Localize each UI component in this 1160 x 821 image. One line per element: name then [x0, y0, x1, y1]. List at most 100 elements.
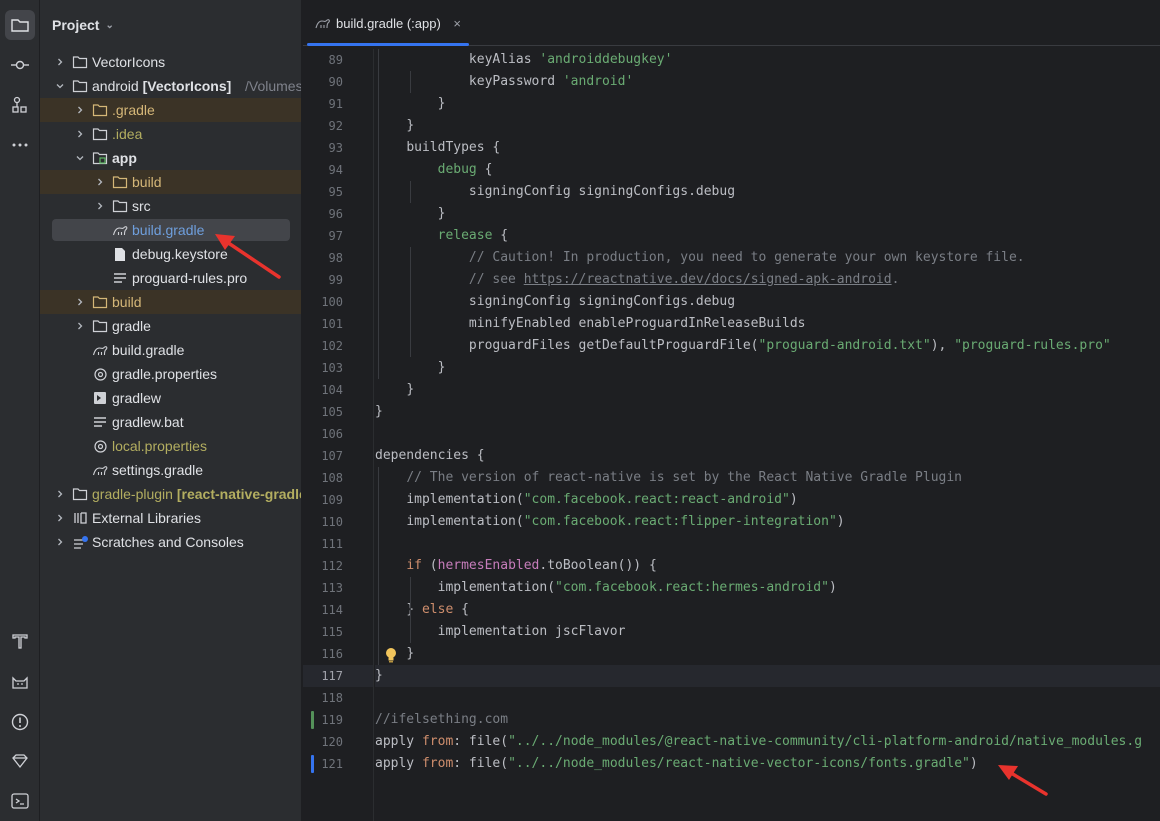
gradle-icon: [112, 222, 128, 238]
settings-file-icon: [92, 438, 108, 454]
code-line: implementation("com.facebook.react:herme…: [375, 577, 1160, 599]
chevron-right-icon[interactable]: [54, 488, 66, 500]
chevron-right-icon[interactable]: [74, 128, 86, 140]
code-line: } else {: [375, 599, 1160, 621]
code-indent: [375, 382, 406, 397]
line-number: 94: [328, 163, 343, 177]
folder-icon: [72, 54, 88, 70]
tree-item[interactable]: proguard-rules.pro: [40, 266, 301, 290]
build-icon[interactable]: [5, 626, 35, 656]
chevron-down-icon[interactable]: [74, 152, 86, 164]
chevron-right-icon[interactable]: [54, 512, 66, 524]
tree-item[interactable]: gradlew: [40, 386, 301, 410]
tree-item-label: android [VectorIcons]: [92, 78, 232, 94]
tree-item-label: src: [132, 198, 151, 214]
code-token: }: [437, 360, 446, 375]
chevron-down-icon[interactable]: ⌄: [105, 19, 114, 31]
chevron-right-icon[interactable]: [54, 56, 66, 68]
tree-item[interactable]: VectorIcons: [40, 50, 301, 74]
tree-item[interactable]: src: [40, 194, 301, 218]
chevron-right-icon[interactable]: [94, 176, 106, 188]
problems-icon[interactable]: [5, 707, 35, 737]
tree-item[interactable]: External Libraries: [40, 506, 301, 530]
chevron-right-icon[interactable]: [54, 536, 66, 548]
tree-item[interactable]: android [VectorIcons]/Volumes/: [40, 74, 301, 98]
code-line: release {: [375, 225, 1160, 247]
indent-guide: [378, 467, 379, 665]
tree-item[interactable]: build.gradle: [40, 218, 301, 242]
code-token: proguardFiles getDefaultProguardFile(: [468, 338, 759, 353]
code-token: }: [375, 404, 383, 419]
code-indent: [375, 228, 438, 243]
change-marker[interactable]: [311, 755, 314, 773]
code-token: ): [836, 514, 845, 529]
line-number: 99: [328, 273, 343, 287]
settings-file-icon: [92, 366, 108, 382]
folder-icon: [92, 126, 108, 142]
line-number: 108: [321, 471, 343, 485]
code-token: 'android': [562, 74, 634, 89]
code-token: implementation(: [406, 514, 524, 529]
tree-item[interactable]: build: [40, 290, 301, 314]
editor-tab-build-gradle[interactable]: build.gradle (:app) ×: [303, 0, 475, 46]
tree-item[interactable]: .idea: [40, 122, 301, 146]
code-token: {: [492, 228, 509, 243]
tree-item-label: .gradle: [112, 102, 155, 118]
chevron-right-icon[interactable]: [74, 104, 86, 116]
folder-icon: [112, 174, 128, 190]
line-number: 106: [321, 427, 343, 441]
folder-icon: [92, 318, 108, 334]
code-line: apply from: file("../../node_modules/@re…: [375, 731, 1160, 753]
gradle-icon: [315, 17, 330, 30]
file-icon: [112, 246, 128, 262]
code-area[interactable]: keyAlias 'androiddebugkey' keyPassword '…: [375, 49, 1160, 821]
close-icon[interactable]: ×: [453, 15, 461, 31]
tree-item[interactable]: Scratches and Consoles: [40, 530, 301, 554]
terminal-icon[interactable]: [5, 786, 35, 816]
code-token: "com.facebook.react:hermes-android": [555, 580, 829, 595]
chevron-right-icon[interactable]: [94, 200, 106, 212]
line-number: 111: [321, 537, 343, 551]
code-line: }: [375, 115, 1160, 137]
code-token: apply: [375, 756, 422, 771]
line-number: 101: [321, 317, 343, 331]
folder-icon: [72, 78, 88, 94]
tree-item[interactable]: local.properties: [40, 434, 301, 458]
tree-item[interactable]: debug.keystore: [40, 242, 301, 266]
line-number: 115: [321, 625, 343, 639]
exec-file-icon: [92, 390, 108, 406]
code-token: }: [375, 668, 383, 683]
code-line: signingConfig signingConfigs.debug: [375, 291, 1160, 313]
code-indent: [375, 492, 406, 507]
folder-icon[interactable]: [5, 10, 35, 40]
code-indent: [375, 250, 469, 265]
code-line: }: [375, 357, 1160, 379]
cat-icon[interactable]: [5, 668, 35, 698]
chevron-down-icon[interactable]: [54, 80, 66, 92]
line-number: 113: [321, 581, 343, 595]
chevron-right-icon[interactable]: [74, 320, 86, 332]
change-marker[interactable]: [311, 711, 314, 729]
more-icon[interactable]: [5, 130, 35, 160]
code-token: else: [421, 602, 454, 617]
tree-item[interactable]: gradle: [40, 314, 301, 338]
structure-icon[interactable]: [5, 90, 35, 120]
tree-item[interactable]: settings.gradle: [40, 458, 301, 482]
code-token: debug: [437, 162, 477, 177]
tree-item[interactable]: gradle-plugin [react-native-gradle: [40, 482, 301, 506]
lightbulb-icon[interactable]: [385, 647, 397, 668]
tree-item[interactable]: build.gradle: [40, 338, 301, 362]
tree-item[interactable]: gradlew.bat: [40, 410, 301, 434]
code-token: .toBoolean()) {: [539, 558, 657, 573]
commit-icon[interactable]: [5, 50, 35, 80]
code-line: }: [375, 93, 1160, 115]
tree-item[interactable]: gradle.properties: [40, 362, 301, 386]
code-line: }: [375, 665, 1160, 687]
tree-item[interactable]: .gradle: [40, 98, 301, 122]
chevron-right-icon[interactable]: [74, 296, 86, 308]
gem-icon[interactable]: [5, 746, 35, 776]
project-panel-header[interactable]: Project ⌄: [40, 0, 301, 50]
code-indent: [375, 118, 406, 133]
tree-item[interactable]: build: [40, 170, 301, 194]
tree-item[interactable]: app: [40, 146, 301, 170]
